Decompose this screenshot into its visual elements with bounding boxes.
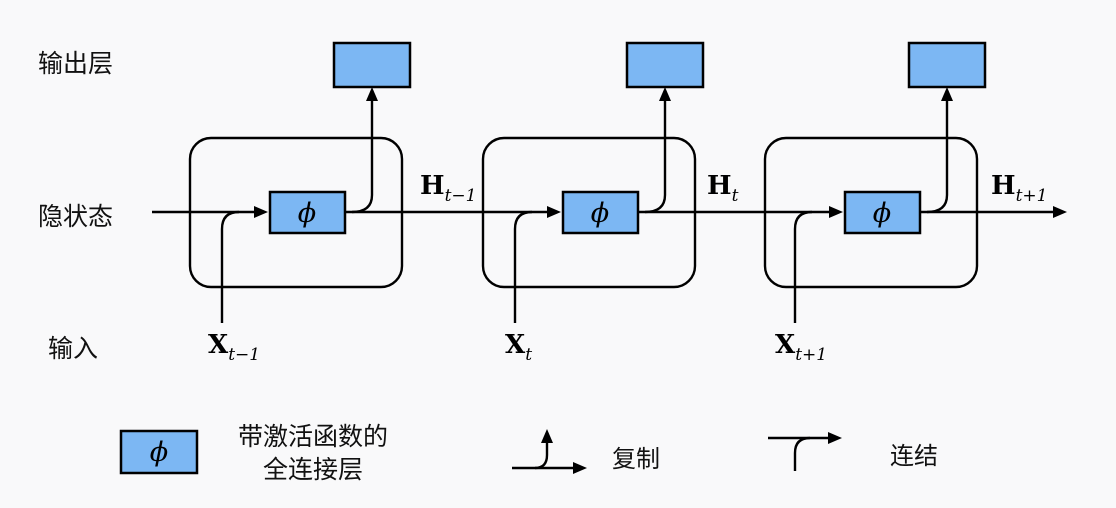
legend-concat-label: 连结 — [890, 443, 938, 470]
fc-layer-box — [268, 190, 347, 235]
input-concat-line — [793, 210, 813, 323]
copy-branch-line — [926, 87, 953, 214]
input-label: Xt−1 — [208, 330, 260, 365]
phi-label: ϕ — [591, 198, 609, 229]
legend-fc-text-line1: 带激活函数的 — [238, 423, 388, 451]
output-box — [332, 41, 412, 89]
row-label-input: 输入 — [48, 335, 98, 363]
hidden-label: Ht — [707, 171, 739, 206]
fc-layer-box — [843, 190, 922, 235]
copy-branch-line — [351, 87, 378, 214]
legend-copy-symbol — [512, 429, 587, 474]
legend: ϕ 带激活函数的 全连接层 复制 连结 — [119, 423, 938, 484]
legend-fc-box — [119, 429, 199, 475]
rnn-cell-t-plus-1: ϕ Ht+1 Xt+1 — [763, 41, 1067, 365]
input-label: Xt+1 — [775, 330, 827, 365]
input-concat-line — [220, 210, 240, 323]
output-box — [625, 41, 705, 89]
rnn-cell-t: ϕ Ht Xt — [481, 41, 843, 365]
hidden-label: Ht−1 — [420, 171, 476, 206]
row-label-hidden-state: 隐状态 — [38, 203, 113, 231]
hidden-label: Ht+1 — [991, 171, 1047, 206]
legend-concat-symbol — [768, 432, 842, 471]
phi-label: ϕ — [298, 198, 316, 229]
concat-symbol-stem-line — [793, 436, 811, 471]
fc-layer-box — [561, 190, 640, 235]
legend-phi-label: ϕ — [150, 437, 168, 468]
legend-fc-text-line2: 全连接层 — [263, 456, 363, 484]
row-label-output-layer: 输出层 — [38, 50, 113, 78]
output-box — [907, 41, 987, 89]
copy-symbol-up-arrow — [534, 429, 553, 470]
rnn-cell-t-minus-1: ϕ Ht−1 Xt−1 — [152, 41, 561, 365]
phi-label: ϕ — [873, 198, 891, 229]
input-label: Xt — [505, 330, 532, 365]
copy-branch-line — [644, 87, 671, 214]
input-concat-line — [513, 210, 533, 323]
legend-copy-label: 复制 — [612, 446, 660, 473]
